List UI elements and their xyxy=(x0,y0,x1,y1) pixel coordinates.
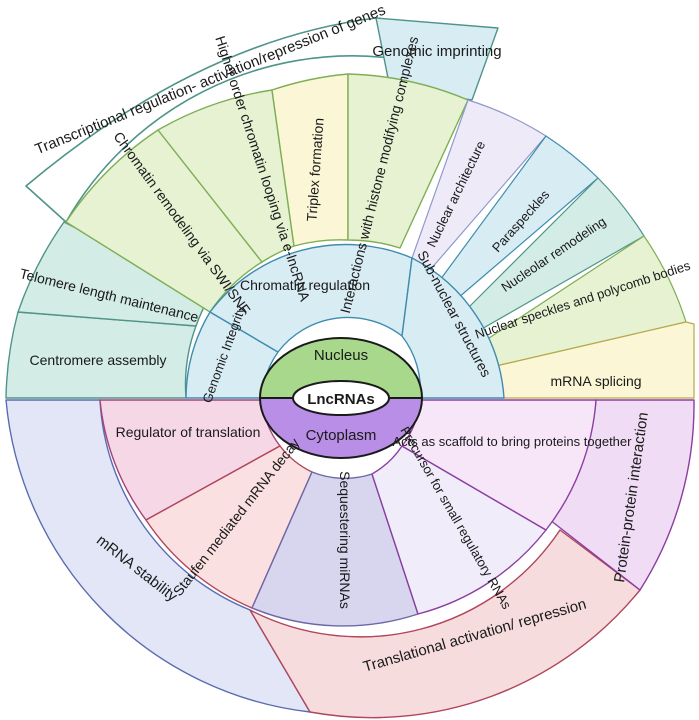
nucleus-label: Nucleus xyxy=(314,347,368,364)
chromatin-regulation-label: Chromatin regulation xyxy=(240,277,370,293)
sequestering-label: Sequestering miRNAs xyxy=(337,471,353,609)
nucleus-half xyxy=(259,337,423,398)
triplex-label: Triplex formation xyxy=(303,117,326,222)
segment-staufen xyxy=(145,445,313,609)
segment-telomere xyxy=(17,221,211,327)
scaffold-label: Acts as scaffold to bring proteins toget… xyxy=(393,434,633,449)
mrna-splicing-label: mRNA splicing xyxy=(550,373,641,389)
cytoplasm-half xyxy=(259,398,423,459)
segment-mrna-stability xyxy=(5,399,311,713)
segment-scaffold xyxy=(401,399,597,531)
imprinting-label: Genomic imprinting xyxy=(372,43,501,60)
segment-sequestering xyxy=(251,471,419,627)
segment-precursor xyxy=(371,445,547,615)
centromere-label: Centromere assembly xyxy=(30,352,167,368)
segment-transcriptional-regulation xyxy=(25,17,391,223)
center-label: LncRNAs xyxy=(307,391,375,408)
segment-translational xyxy=(249,529,641,719)
segment-higher-order xyxy=(157,89,295,263)
lncrna-badge xyxy=(292,380,390,416)
regulator-translation-label: Regulator of translation xyxy=(116,424,261,440)
inner-subnuclear xyxy=(401,257,505,399)
segment-genomic-imprinting xyxy=(375,17,499,101)
cytoplasm-label: Cytoplasm xyxy=(306,427,377,444)
